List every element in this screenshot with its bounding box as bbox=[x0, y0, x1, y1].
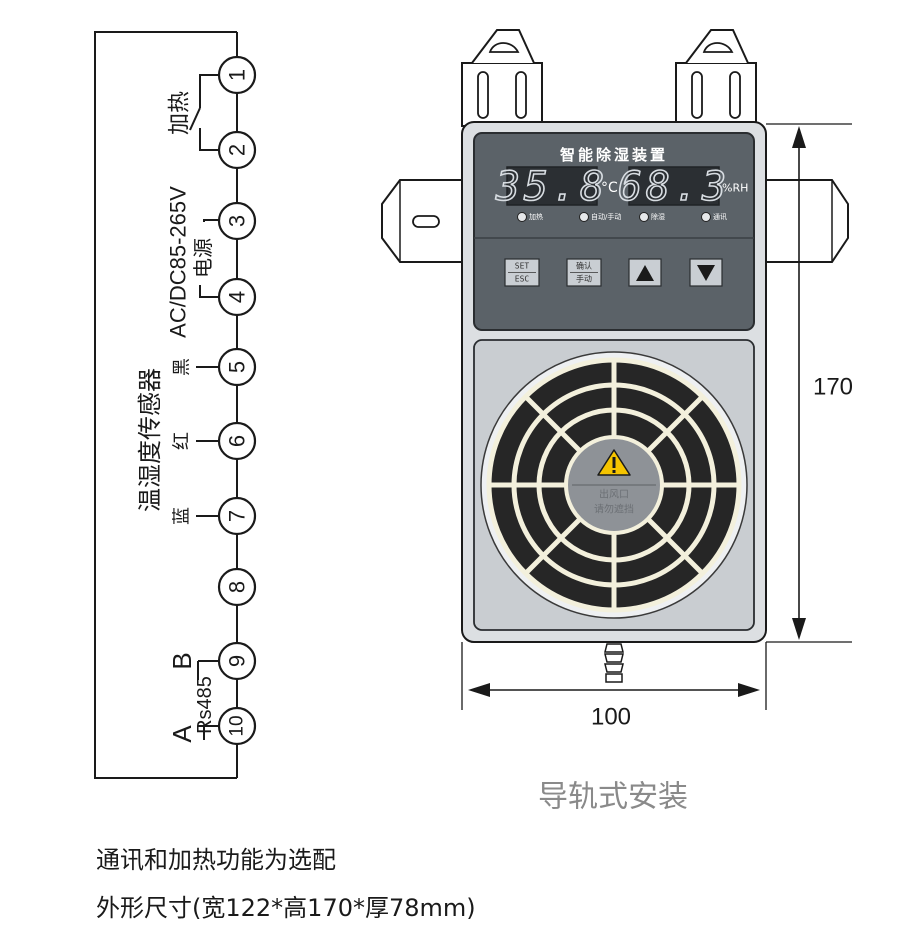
device-title: 智能除湿装置 bbox=[560, 146, 668, 164]
indicator-dehumidify-label: 除湿 bbox=[651, 212, 665, 221]
terminal-4-label: 4 bbox=[225, 291, 250, 303]
indicator-heating-label: 加热 bbox=[529, 212, 543, 221]
up-arrow-icon bbox=[636, 265, 654, 281]
heater-contact-wire bbox=[199, 74, 219, 151]
temperature-display bbox=[506, 166, 598, 206]
sensor-label: 温湿度传感器 bbox=[136, 368, 164, 512]
terminal-3: 3 bbox=[217, 201, 257, 241]
terminal-5-label: 5 bbox=[225, 361, 250, 373]
terminal-8-label: 8 bbox=[225, 581, 250, 593]
device-drawing: 智能除湿装置 35.8 °C 68.3 %RH 加热 自动/手动 除湿 通讯 bbox=[381, 29, 853, 815]
down-button[interactable] bbox=[689, 258, 723, 287]
din-rail-slot bbox=[412, 215, 440, 228]
terminal-9: 9 bbox=[217, 641, 257, 681]
terminal-8: 8 bbox=[217, 567, 257, 607]
drain-nozzle bbox=[604, 643, 624, 683]
power-label: AC/DC85-265V bbox=[166, 186, 191, 338]
terminal-10: 10 bbox=[217, 706, 257, 746]
terminal-7-label: 7 bbox=[225, 510, 250, 522]
terminal-1-label: 1 bbox=[225, 69, 250, 81]
width-dimension: 100 bbox=[461, 642, 767, 731]
install-label: 导轨式安装 bbox=[538, 780, 688, 815]
indicator-comm-label: 通讯 bbox=[713, 212, 727, 221]
terminal-1: 1 bbox=[217, 55, 257, 95]
din-rail-right bbox=[761, 179, 849, 263]
confirm-manual-button[interactable]: 确认 手动 bbox=[566, 258, 602, 287]
manual-label: 手动 bbox=[576, 274, 592, 284]
wire-blue-label: 蓝 bbox=[172, 507, 193, 525]
terminal-3-label: 3 bbox=[225, 215, 250, 227]
height-dimension: 170 bbox=[766, 123, 853, 643]
heater-switch bbox=[189, 107, 201, 131]
wiring-frame bbox=[94, 31, 237, 779]
indicator-auto-manual: 自动/手动 bbox=[579, 212, 621, 222]
fan-warning-label: 请勿遮挡 bbox=[594, 503, 634, 516]
terminal-2-label: 2 bbox=[225, 144, 250, 156]
down-arrow-icon bbox=[697, 265, 715, 281]
terminal-6: 6 bbox=[217, 421, 257, 461]
power-sub-label: 电源 bbox=[191, 238, 215, 278]
wire-black-label: 黑 bbox=[172, 358, 193, 376]
terminal-10-label: 10 bbox=[227, 715, 248, 736]
confirm-label: 确认 bbox=[576, 261, 592, 271]
width-value: 100 bbox=[591, 704, 631, 731]
power-bracket bbox=[199, 219, 219, 298]
warning-icon bbox=[597, 449, 631, 476]
mount-clip-right bbox=[675, 29, 757, 127]
terminal-2: 2 bbox=[217, 130, 257, 170]
indicator-heating: 加热 bbox=[517, 212, 543, 222]
indicator-dehumidify: 除湿 bbox=[639, 212, 665, 222]
wire-red-label: 红 bbox=[172, 432, 193, 450]
up-button[interactable] bbox=[628, 258, 662, 287]
mount-clip-left bbox=[461, 29, 543, 127]
optional-features-note: 通讯和加热功能为选配 bbox=[96, 846, 336, 874]
rs485-a-label: A bbox=[167, 725, 197, 743]
heater-label: 加热 bbox=[168, 91, 193, 135]
terminal-5: 5 bbox=[217, 347, 257, 387]
temperature-value: 35.8 bbox=[495, 164, 608, 210]
humidity-unit: %RH bbox=[722, 182, 748, 195]
humidity-display bbox=[628, 166, 720, 206]
terminal-4: 4 bbox=[217, 277, 257, 317]
rs485-wire-b bbox=[197, 660, 219, 680]
set-label: SET bbox=[515, 262, 530, 271]
rs485-b-label: B bbox=[167, 652, 197, 669]
terminal-7: 7 bbox=[217, 496, 257, 536]
size-note: 外形尺寸(宽122*高170*厚78mm) bbox=[96, 894, 476, 922]
indicator-auto-manual-label: 自动/手动 bbox=[591, 212, 621, 221]
humidity-value: 68.3 bbox=[618, 164, 730, 210]
set-esc-button[interactable]: SET ESC bbox=[504, 258, 540, 287]
height-value: 170 bbox=[813, 374, 853, 401]
fan-outlet-label: 出风口 bbox=[599, 488, 629, 501]
temperature-unit: °C bbox=[601, 180, 618, 196]
indicator-comm: 通讯 bbox=[701, 212, 727, 222]
esc-label: ESC bbox=[515, 275, 530, 284]
wiring-diagram: 1 2 3 4 5 6 7 8 bbox=[94, 31, 257, 779]
fan-grill bbox=[480, 351, 748, 619]
terminal-9-label: 9 bbox=[225, 655, 250, 667]
rs485-label: Rs485 bbox=[194, 676, 216, 734]
terminal-6-label: 6 bbox=[225, 435, 250, 447]
